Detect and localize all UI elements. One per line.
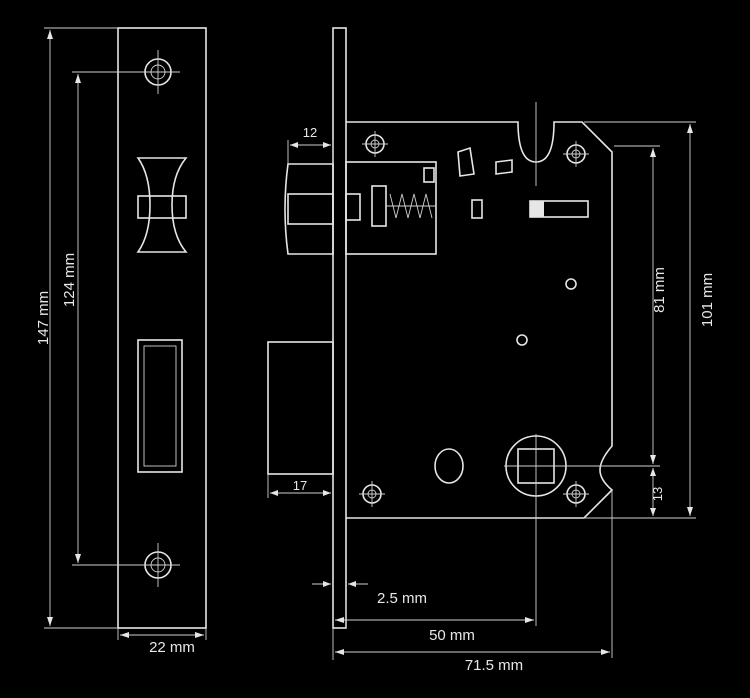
dim-spindle-to-bottom [650, 468, 656, 516]
body-screw-top-left-icon [362, 131, 388, 157]
body-outline [346, 121, 614, 519]
faceplate-outline [117, 27, 207, 629]
slot-part [471, 199, 483, 219]
top-screw-icon [138, 50, 180, 94]
latch-front [136, 157, 188, 253]
lock-body-side-view: 12 17 2.5 mm 50 mm [267, 27, 716, 674]
label-2-5mm: 2.5 mm [377, 590, 427, 607]
spindle-hub [504, 434, 620, 500]
label-147mm: 147 mm [35, 291, 52, 345]
lever-part [457, 146, 475, 177]
deadbolt [267, 341, 334, 475]
dim-spindle-to-top [614, 145, 660, 467]
body-screw-bottom-right-icon [563, 481, 589, 507]
label-22mm: 22 mm [149, 639, 195, 656]
label-50mm: 50 mm [429, 627, 475, 644]
dim-latch-depth [267, 474, 331, 498]
body-screw-bottom-left-icon [359, 481, 385, 507]
bolt-opening [137, 339, 183, 473]
dim-bolt-width [287, 140, 334, 164]
hole-small-2 [516, 334, 528, 346]
bottom-screw-icon [138, 543, 180, 587]
latch-mechanism [284, 161, 437, 255]
dim-body-height [584, 121, 696, 519]
label-12: 12 [303, 125, 317, 140]
label-81mm: 81 mm [651, 267, 668, 313]
faceplate-edge [332, 27, 347, 629]
dim-backset [335, 500, 537, 626]
body-screw-top-right-icon [563, 141, 589, 167]
label-101mm: 101 mm [699, 273, 716, 327]
faceplate-front-view: 147 mm 124 mm 22 mm [35, 27, 207, 656]
hole-small-1 [565, 278, 577, 290]
stop-part [495, 159, 513, 175]
dim-hole-spacing [72, 71, 142, 566]
cylinder-hole [434, 448, 464, 484]
label-124mm: 124 mm [61, 253, 78, 307]
label-71-5mm: 71.5 mm [465, 657, 523, 674]
dim-faceplate-width [117, 628, 207, 640]
label-13: 13 [650, 487, 665, 501]
dim-faceplate-height [44, 27, 118, 629]
label-17: 17 [293, 478, 307, 493]
dim-faceplate-thickness [312, 581, 368, 660]
slide-part-filled [530, 201, 544, 217]
